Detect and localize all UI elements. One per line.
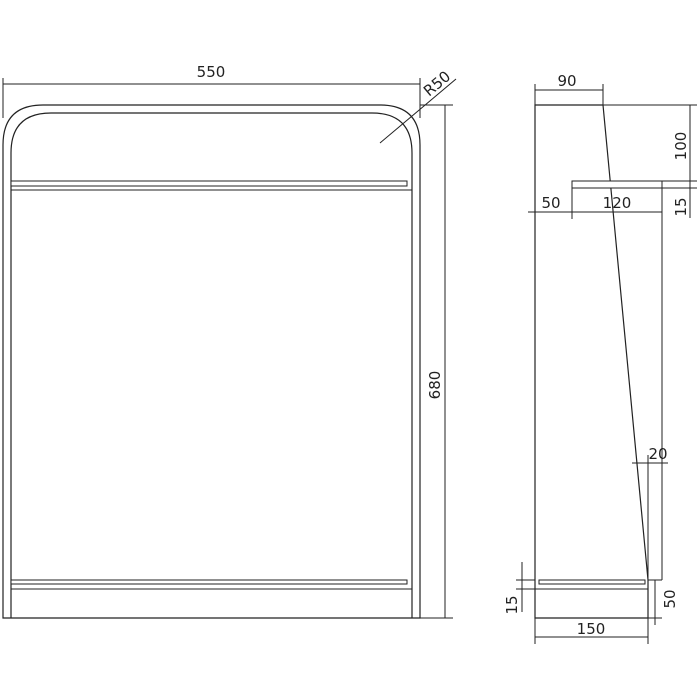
- top-drop-dimension: 100: [603, 104, 697, 182]
- base-height-side-label: 50: [661, 589, 679, 608]
- bottom-offset-label: 20: [648, 445, 667, 463]
- bottom-offset-dimension: 20: [632, 445, 668, 580]
- base-height-front-dimension: 15: [503, 562, 535, 615]
- base-height-front-label: 15: [503, 595, 521, 614]
- height-dimension: 680: [420, 104, 453, 619]
- side-bottom-shelf: [538, 579, 646, 585]
- shelf-thickness-label: 15: [672, 197, 690, 216]
- base-depth-label: 150: [577, 620, 606, 638]
- front-inner-frame: [10, 112, 413, 618]
- depth-top-dimension: 90: [534, 72, 604, 105]
- shelf-thickness-dimension: 15: [662, 175, 697, 218]
- width-dimension: 550: [2, 63, 421, 118]
- base-depth-dimension: 150: [534, 618, 649, 644]
- depth-top-label: 90: [557, 72, 576, 90]
- shelf-position-dimensions: 50 120: [528, 188, 663, 580]
- base-height-side-dimension: 50: [648, 579, 679, 625]
- width-dimension-label: 550: [197, 63, 226, 81]
- front-bottom-shelf: [10, 579, 408, 585]
- side-body: [534, 104, 649, 619]
- side-view: [534, 104, 663, 619]
- front-top-shelf: [10, 180, 408, 187]
- front-view: [2, 104, 421, 619]
- top-drop-label: 100: [672, 132, 690, 161]
- shelf-depth-label: 120: [603, 194, 632, 212]
- front-outer-frame: [2, 104, 421, 619]
- radius-label: R50: [420, 67, 454, 100]
- shelf-offset-label: 50: [541, 194, 560, 212]
- side-top-shelf: [571, 180, 663, 189]
- height-dimension-label: 680: [426, 371, 444, 400]
